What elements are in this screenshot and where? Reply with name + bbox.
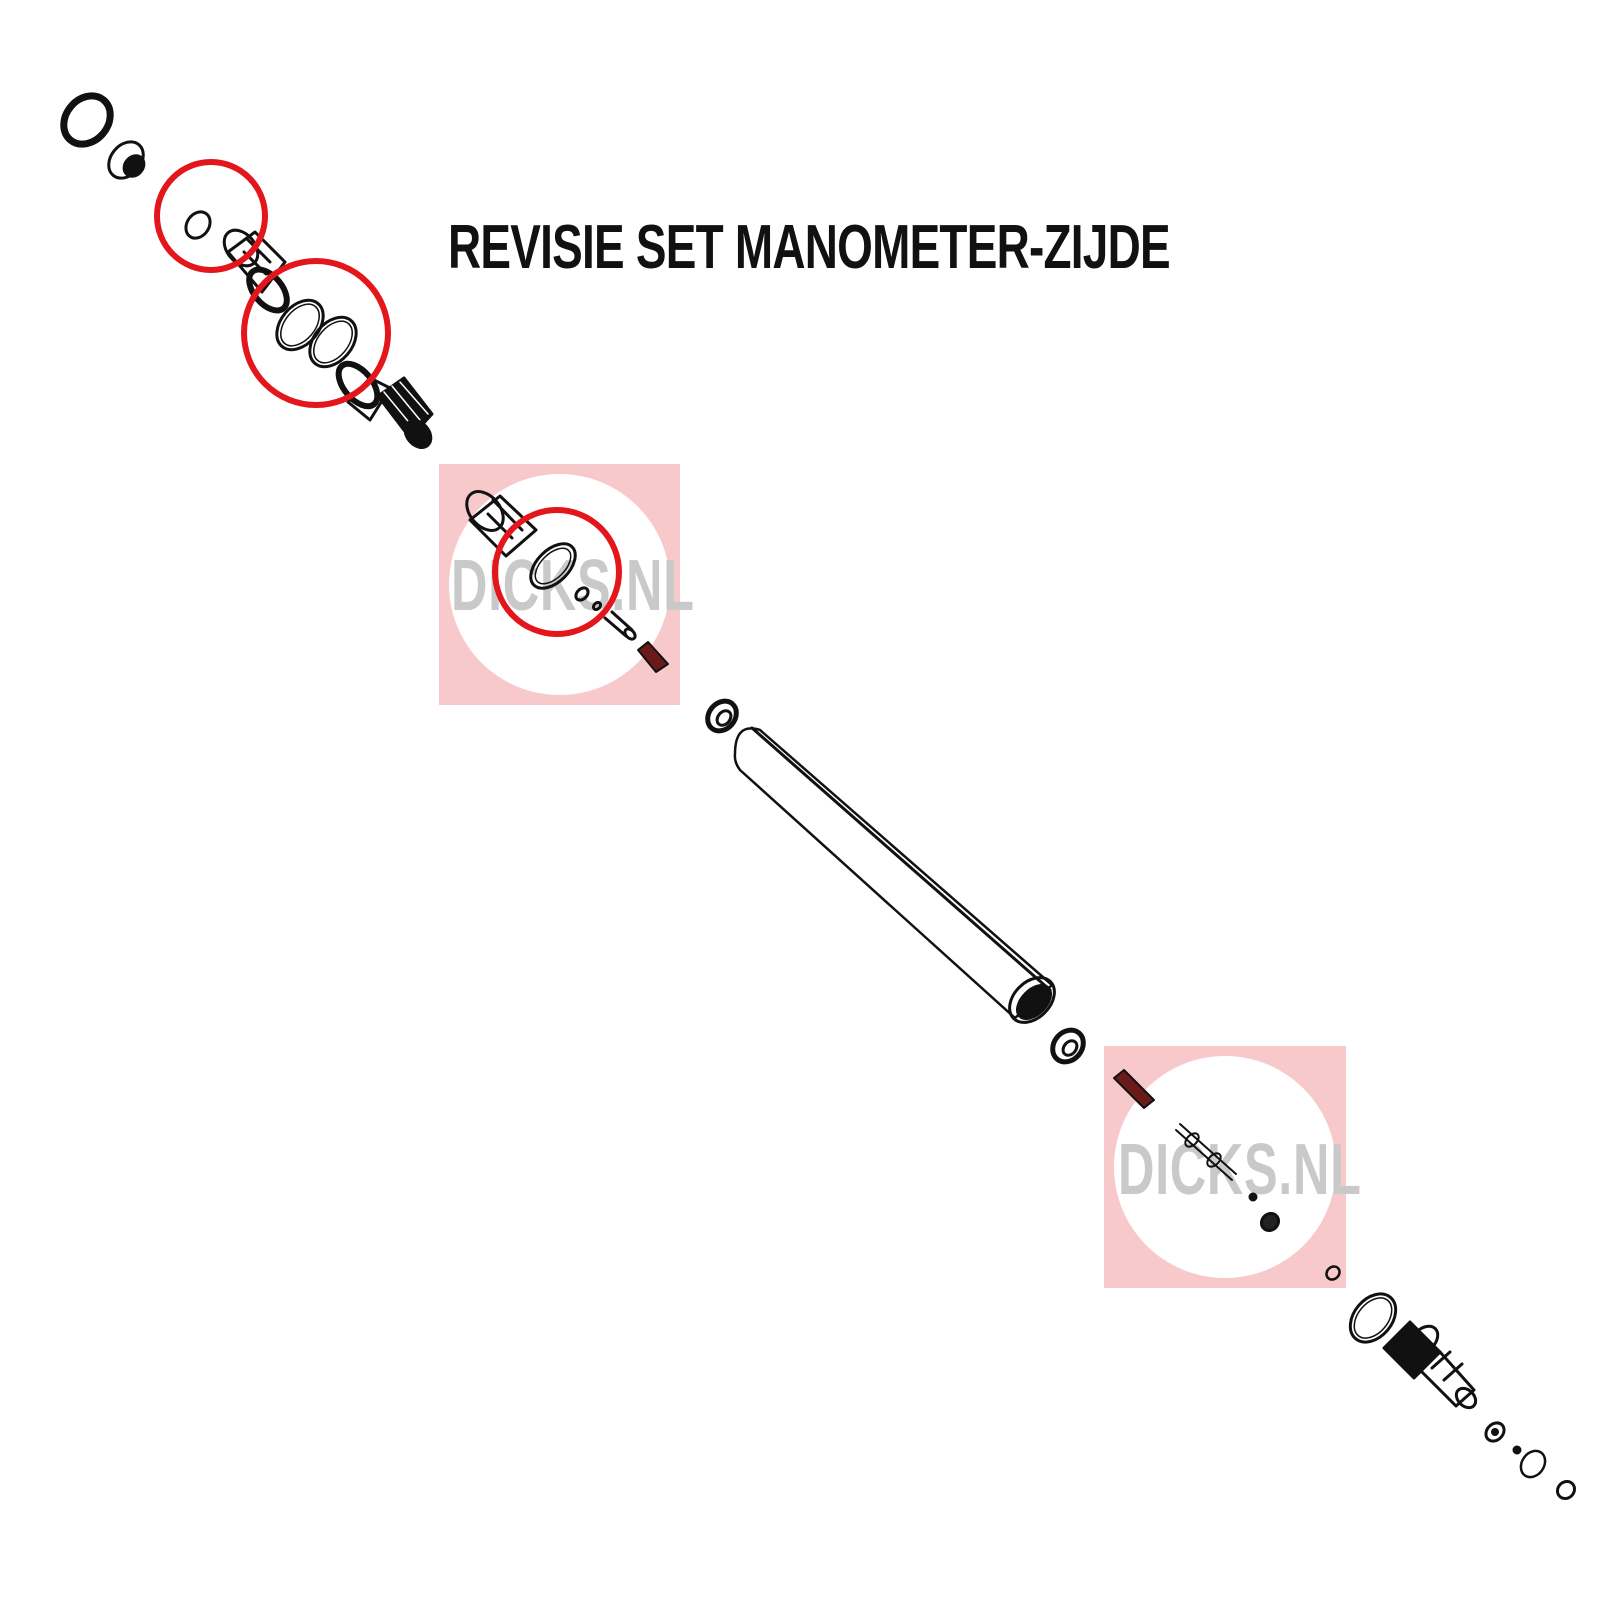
o-ring-tiny-bottom (1325, 1265, 1341, 1281)
cylinder-tube (733, 726, 1056, 1024)
page-title: REVISIE SET MANOMETER-ZIJDE (448, 213, 1171, 282)
regulator-housing (222, 228, 290, 314)
watermark-text-bottom: DICKS.NL (1118, 1130, 1362, 1210)
o-ring-piston (529, 542, 577, 590)
valve-pin-assembly (1175, 1123, 1237, 1181)
o-ring-large-bottom (1348, 1292, 1398, 1344)
pin-stem (603, 610, 637, 641)
o-ring-small-top (184, 210, 212, 240)
o-ring-large-top (60, 92, 114, 148)
watermark-circle-bottom (1114, 1056, 1336, 1278)
tube-end-bushing-top (705, 698, 739, 734)
bottom-fitting (1382, 1320, 1478, 1410)
seal-dark-bottom (1113, 1069, 1155, 1109)
seal-dark-top (637, 641, 669, 673)
o-ring-bottom-2 (1512, 1445, 1547, 1479)
watermark-panel-bottom: DICKS.NL (1104, 1046, 1361, 1288)
o-ring-bottom-3 (1555, 1479, 1577, 1501)
washer-bottom-1 (1484, 1421, 1506, 1443)
threaded-connector (335, 360, 434, 449)
tube-end-bushing-bottom (1050, 1027, 1086, 1065)
small-ball (1248, 1192, 1258, 1202)
small-washer (574, 586, 603, 612)
end-cap-top (107, 140, 146, 180)
small-cap-bottom (1259, 1211, 1281, 1233)
piston-bushing (465, 490, 538, 558)
